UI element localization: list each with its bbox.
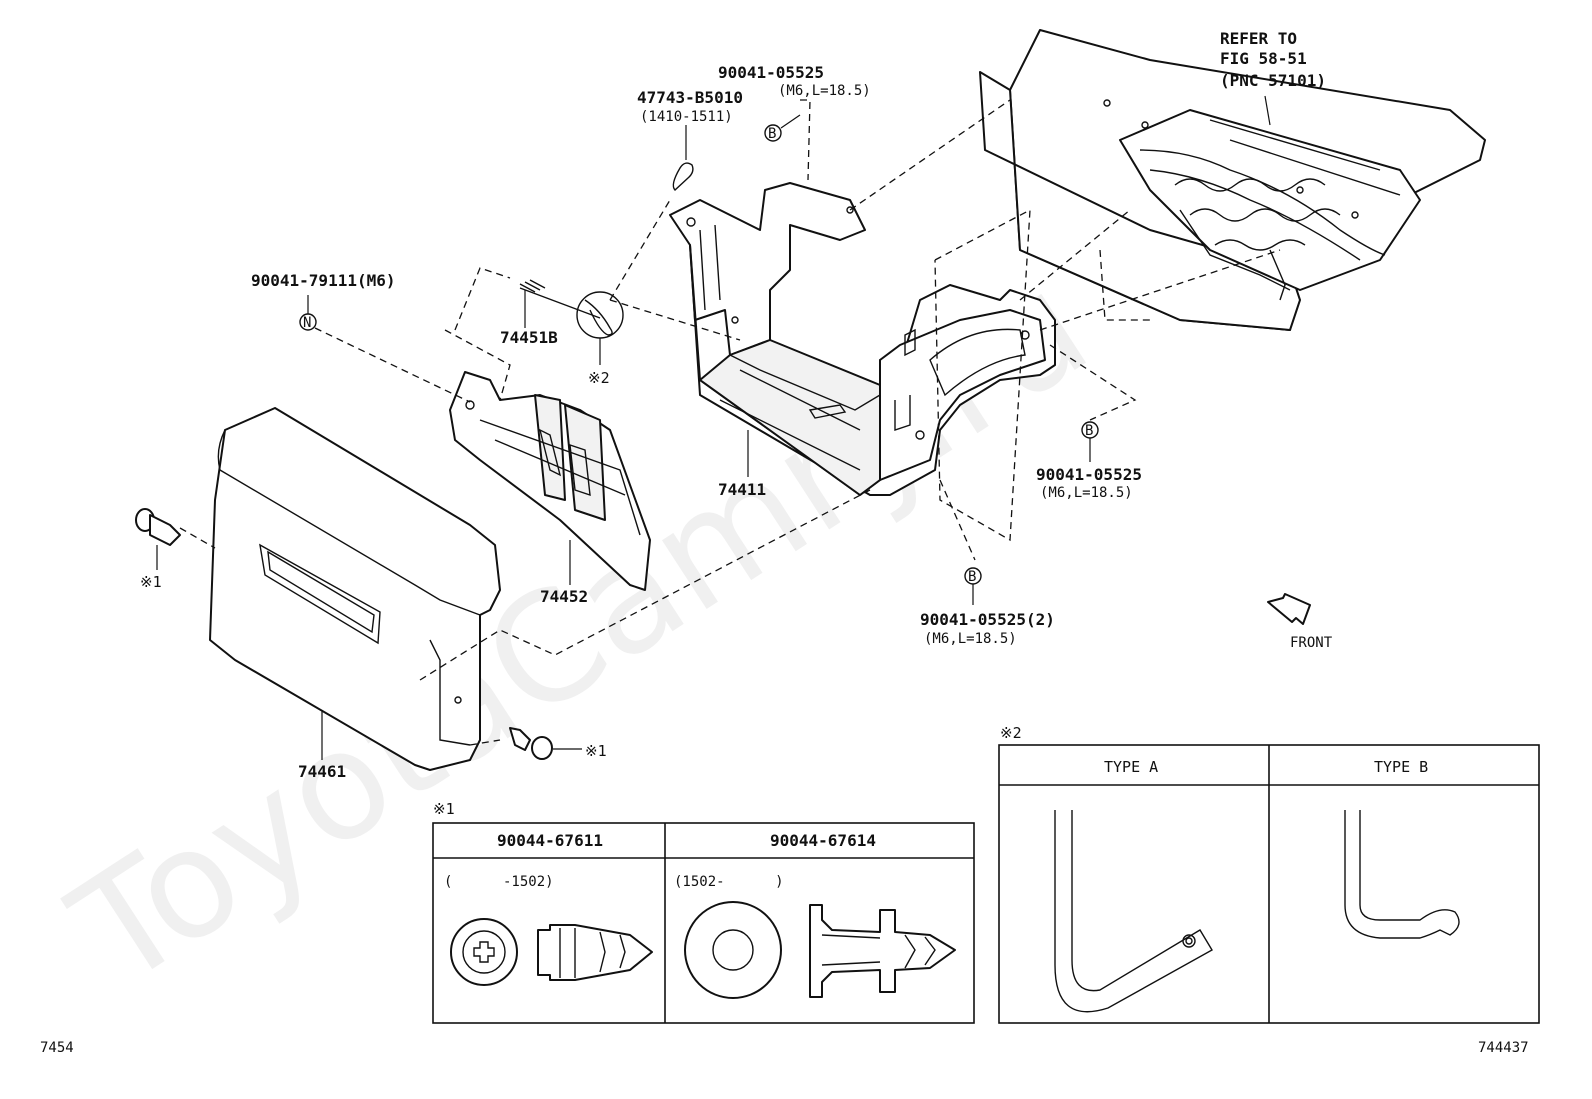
bolt-top-marker-text: B	[768, 126, 776, 142]
cover-illustration	[209, 407, 501, 771]
refer-to-line3: (PNC 57101)	[1220, 71, 1326, 90]
front-label: FRONT	[1290, 635, 1333, 651]
table1-range-1: (1502- )	[674, 874, 784, 890]
clamp-illustration	[672, 162, 694, 191]
rod-note: ※2	[588, 369, 610, 387]
bolt-bottom-marker-text: B	[968, 569, 976, 585]
table1-range-0: ( -1502)	[444, 874, 554, 890]
carrier-label: 74411	[718, 480, 766, 499]
bracket-illustration	[449, 371, 651, 591]
page-number-right: 744437	[1478, 1040, 1529, 1056]
bolt-top-label: 90041-05525	[718, 63, 824, 82]
clip-left-icon	[135, 508, 181, 546]
nut-marker-text: N	[303, 315, 311, 331]
battery-carrier-illustration	[669, 182, 1056, 496]
bolt-right-spec: (M6,L=18.5)	[1040, 485, 1133, 501]
clip-67614-icon	[684, 901, 956, 999]
clip-variants-table	[432, 822, 975, 1024]
bolt-bottom-spec: (M6,L=18.5)	[924, 631, 1017, 647]
bracket-label: 74452	[540, 587, 588, 606]
bolt-top-spec: (M6,L=18.5)	[778, 83, 871, 99]
refer-to-line2: FIG 58-51	[1220, 49, 1307, 68]
cover-label: 74461	[298, 762, 346, 781]
nut-label: 90041-79111(M6)	[251, 271, 396, 290]
clip-67611-icon	[450, 918, 653, 986]
clip-right-icon	[509, 727, 553, 760]
assembly-dashed-lines	[179, 99, 1281, 746]
rod-label: 74451B	[500, 328, 558, 347]
page-number-left: 7454	[40, 1040, 74, 1056]
bolt-bottom-label: 90041-05525(2)	[920, 610, 1055, 629]
rod-type-a-icon	[1054, 810, 1213, 1013]
bolt-top-marker	[764, 124, 782, 142]
clip-right-note: ※1	[585, 742, 607, 760]
body-panel-illustration	[979, 29, 1486, 331]
table2-header-1: TYPE B	[1374, 758, 1428, 776]
clip-left-note: ※1	[140, 573, 162, 591]
refer-leader	[1264, 95, 1271, 126]
table2-note: ※2	[1000, 724, 1022, 742]
refer-to-line1: REFER TO	[1220, 29, 1297, 48]
front-arrow-icon	[1267, 593, 1311, 625]
clamp-label: 47743-B5010	[637, 88, 743, 107]
table1-header-0: 90044-67611	[497, 831, 603, 850]
rod-types-table	[998, 744, 1540, 1024]
rod-illustration	[519, 279, 624, 339]
table2-header-0: TYPE A	[1104, 758, 1158, 776]
bolt-top-leader	[780, 114, 801, 129]
table1-note: ※1	[433, 800, 455, 818]
bolt-right-label: 90041-05525	[1036, 465, 1142, 484]
clamp-range: (1410-1511)	[640, 109, 733, 125]
table1-header-1: 90044-67614	[770, 831, 876, 850]
bolt-right-marker-text: B	[1085, 423, 1093, 439]
rod-type-b-icon	[1344, 810, 1460, 939]
